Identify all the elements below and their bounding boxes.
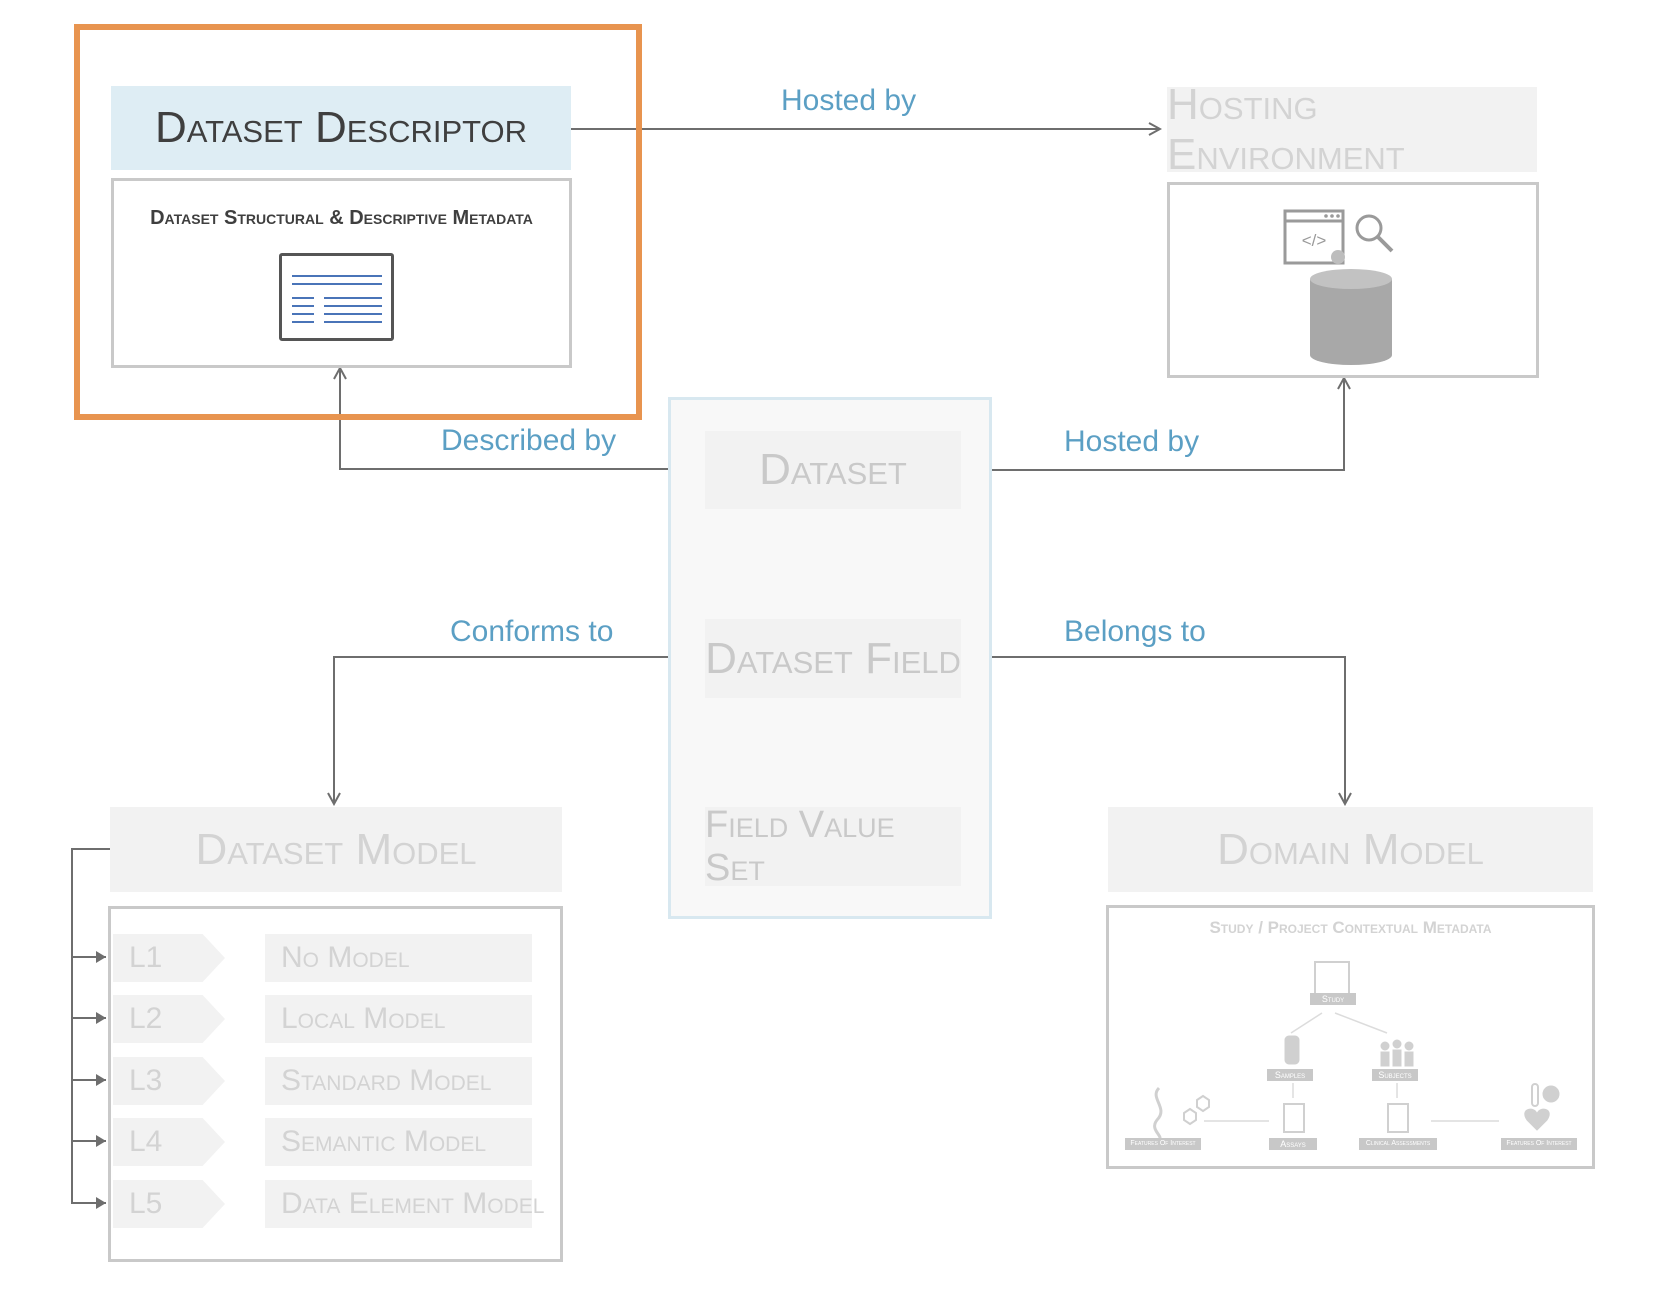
hosting-icon: </> — [1283, 209, 1394, 365]
label-descriptor-hosted-by: Hosted by — [781, 84, 917, 117]
level-tag-l4: L4 — [113, 1118, 225, 1166]
level-name-l5[interactable]: Data Element Model — [265, 1180, 544, 1228]
field-value-set-title[interactable]: Field Value Set — [705, 804, 961, 889]
domain-model-content: Study / Project Contextual Metadata Stud… — [1106, 905, 1595, 1169]
hosting-environment-title[interactable]: Hosting Environment — [1167, 80, 1537, 179]
highlight-frame — [74, 24, 642, 420]
level-tag-l1: L1 — [113, 934, 225, 982]
dataset-descriptor-subtitle: Dataset Structural & Descriptive Metadat… — [150, 207, 533, 229]
connector-belongs-to — [988, 656, 1345, 804]
badge-samples: Samples — [1267, 1069, 1313, 1081]
level-bracket — [71, 848, 110, 1204]
dataset-descriptor-title[interactable]: Dataset Descriptor — [111, 86, 571, 170]
dataset-field-title[interactable]: Dataset Field — [705, 619, 961, 698]
connector-dataset-hosted-by — [988, 378, 1344, 471]
label-dataset-hosted-by: Hosted by — [1064, 425, 1200, 458]
level-name-l1[interactable]: No Model — [265, 934, 532, 982]
domain-diagram — [1153, 961, 1560, 1142]
domain-model-subtitle: Study / Project Contextual Metadata — [1209, 918, 1492, 937]
level-tag-l5: L5 — [113, 1180, 225, 1228]
level-tag-l2: L2 — [113, 995, 225, 1043]
label-described-by: Described by — [441, 424, 617, 457]
connector-conforms-to — [334, 656, 668, 804]
badge-features-left: Features Of Interest — [1125, 1138, 1201, 1150]
badge-study: Study — [1310, 993, 1356, 1005]
level-name-l3[interactable]: Standard Model — [265, 1057, 532, 1105]
label-belongs-to: Belongs to — [1064, 615, 1206, 648]
document-icon — [279, 253, 394, 341]
level-name-l2[interactable]: Local Model — [265, 995, 532, 1043]
domain-model-title[interactable]: Domain Model — [1108, 807, 1593, 892]
svg-text:</>: </> — [1302, 231, 1327, 250]
badge-features-right: Features Of Interest — [1501, 1138, 1577, 1150]
connector-described-by — [340, 368, 704, 470]
label-conforms-to: Conforms to — [450, 615, 614, 648]
level-name-l4[interactable]: Semantic Model — [265, 1118, 532, 1166]
dataset-title[interactable]: Dataset — [705, 431, 961, 509]
dataset-descriptor-content: Dataset Structural & Descriptive Metadat… — [111, 178, 572, 368]
badge-clinical: Clinical Assessments — [1359, 1138, 1437, 1150]
level-tag-l3: L3 — [113, 1057, 225, 1105]
badge-assays: Assays — [1269, 1138, 1317, 1150]
badge-subjects: Subjects — [1372, 1069, 1418, 1081]
dataset-model-title[interactable]: Dataset Model — [110, 807, 562, 892]
hosting-environment-content: </> — [1167, 182, 1539, 378]
